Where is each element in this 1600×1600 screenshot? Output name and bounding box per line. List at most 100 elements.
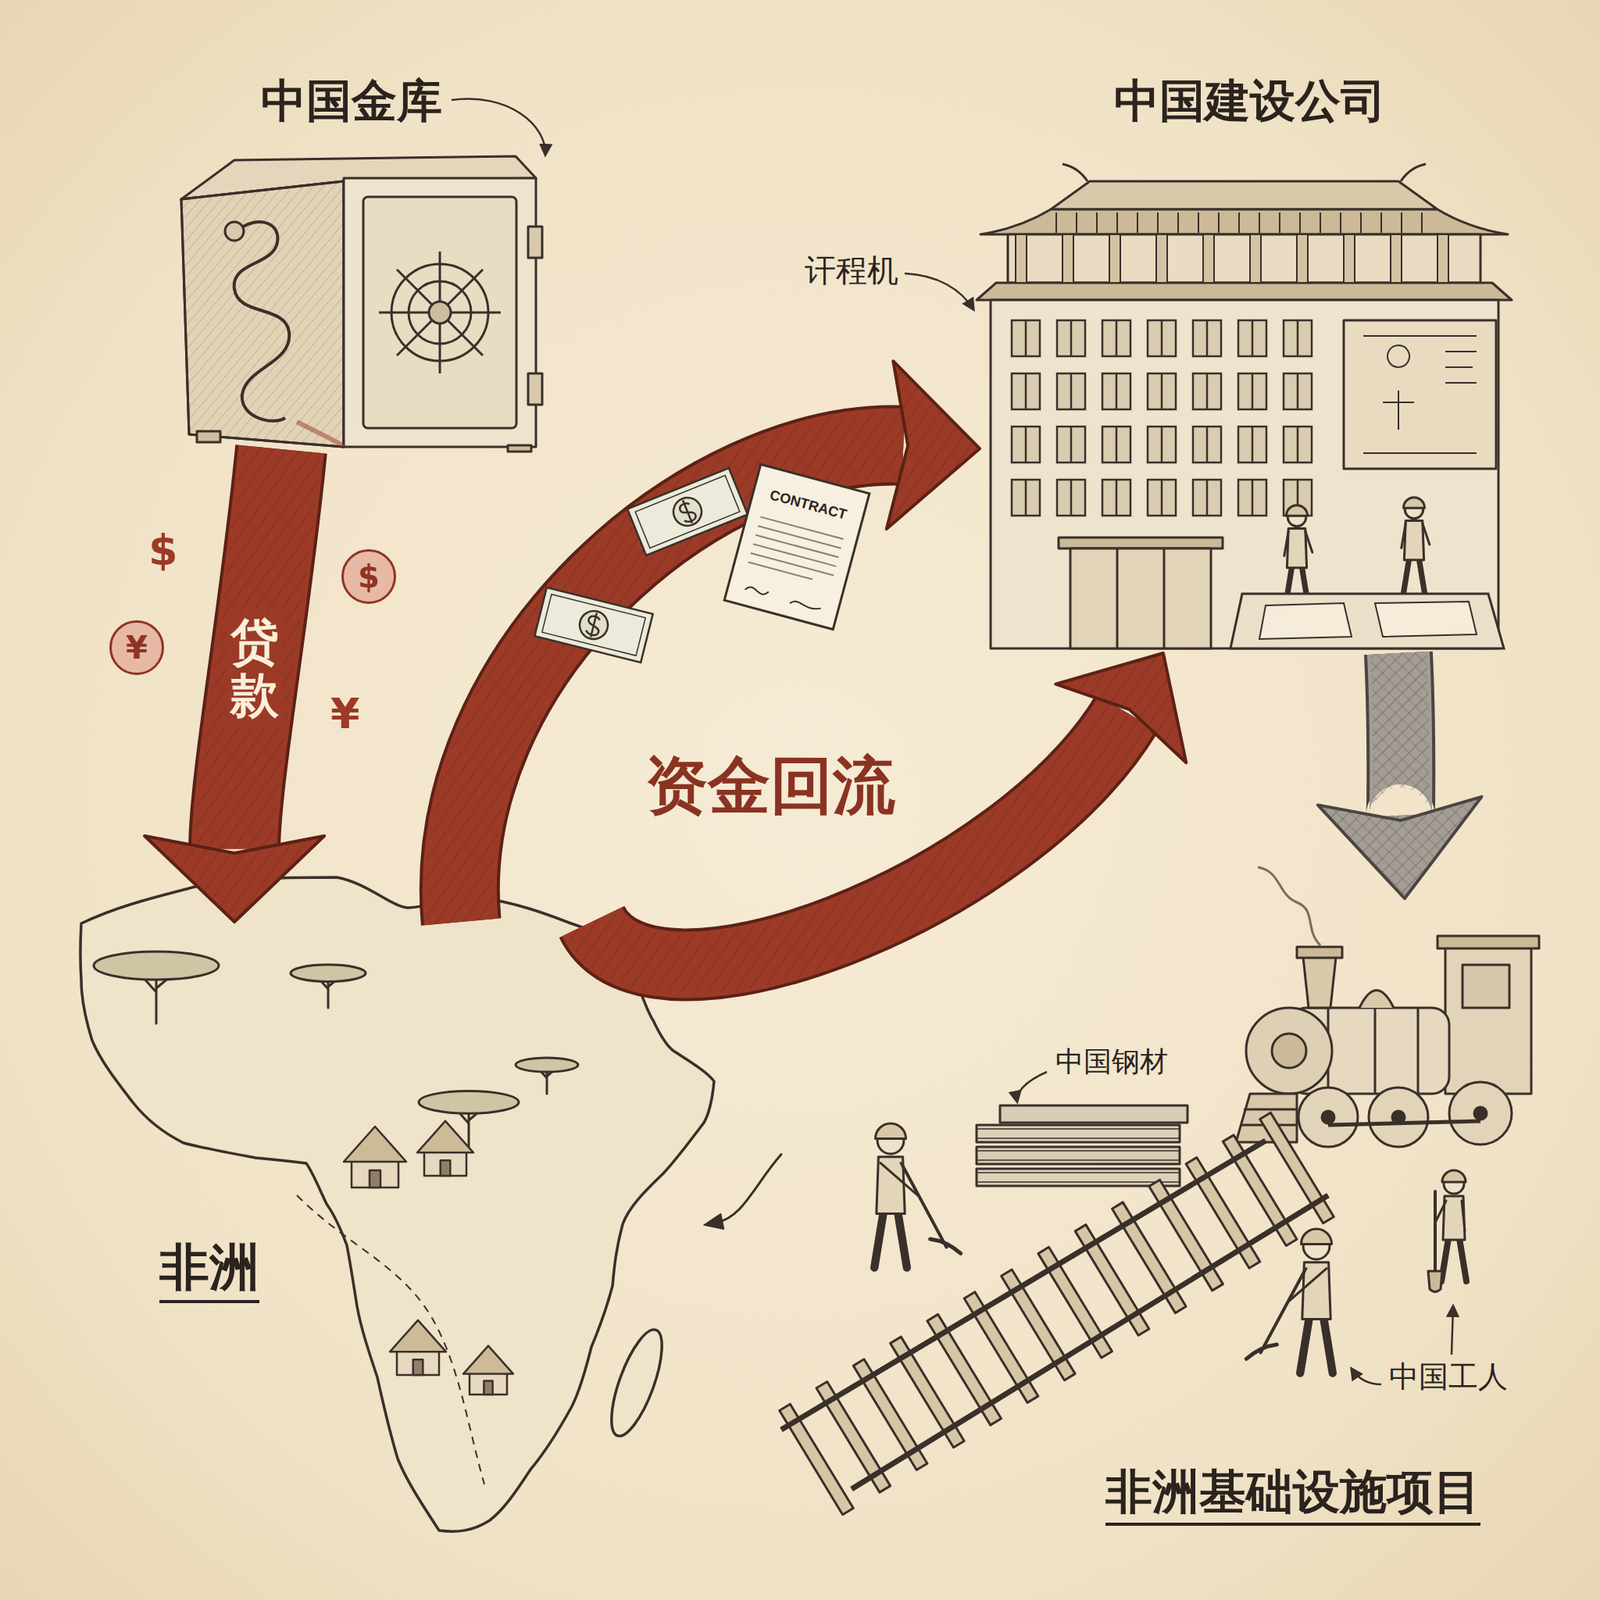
hut: [469, 1372, 508, 1395]
worker-figure: [876, 1157, 905, 1215]
vault-illustration: [528, 373, 543, 405]
company-node: 中国建设公司: [979, 68, 1512, 654]
arrow-hatching: [459, 445, 904, 922]
worker-figure: [903, 1166, 947, 1248]
node-title: 中国金库: [260, 74, 443, 129]
arrowhead-hatching: [144, 835, 325, 922]
vault-illustration: [234, 221, 290, 422]
vault-illustration: [181, 181, 344, 447]
building-windows: [1115, 479, 1118, 516]
steel-beams: [976, 1168, 1180, 1186]
arrowhead-hatching: [886, 360, 980, 529]
roof-details: [1217, 212, 1220, 233]
company-building: [1163, 548, 1166, 649]
roof-details: [1319, 212, 1322, 233]
worker-figure: [880, 1163, 919, 1197]
steel-beams: [976, 1105, 1188, 1186]
roof-details: [1343, 234, 1355, 283]
vault-illustration: [196, 431, 221, 443]
building-windows: [1147, 373, 1176, 410]
building-windows: [1160, 426, 1164, 463]
worker-figure: [1288, 1268, 1327, 1303]
vault-node: 中国金库: [156, 68, 547, 450]
area-name: 非洲基础设施项目: [1105, 1463, 1481, 1526]
banknote: [584, 611, 603, 640]
arrowhead: [1055, 653, 1186, 763]
vault-illustration: [181, 156, 543, 452]
vault-illustration: [296, 421, 344, 447]
roof-details: [1197, 212, 1200, 233]
hut: [417, 1121, 474, 1176]
contract-paper: [748, 517, 844, 585]
railway-track: [851, 1195, 1329, 1490]
coin-symbol: ¥: [109, 620, 165, 675]
roof-details: [1015, 212, 1449, 283]
locomotive: [1368, 1087, 1429, 1147]
acacia-tree: [93, 951, 219, 980]
building-windows: [1160, 479, 1164, 516]
building-windows: [1115, 373, 1118, 410]
arrow-outline: [592, 713, 1128, 965]
money-flow-arrow: [459, 360, 980, 922]
building-windows: [1011, 426, 1040, 463]
building-windows: [1283, 479, 1312, 516]
annotation-label: 中国钢材: [1055, 1044, 1168, 1079]
banknote: [627, 467, 748, 556]
locomotive: [1374, 1007, 1377, 1094]
arrow-body: [459, 445, 904, 922]
worker-figure: [1246, 1228, 1333, 1374]
building-windows: [1238, 373, 1267, 410]
arrowhead: [703, 1214, 725, 1230]
hut: [343, 1126, 407, 1162]
company-building: [1007, 234, 1481, 283]
worker-figure: [1300, 1317, 1333, 1374]
steel-beams: [1000, 1105, 1188, 1123]
hut: [463, 1346, 514, 1395]
currency-symbol: ¥: [330, 689, 361, 740]
roof-details: [1437, 234, 1449, 283]
building-windows: [1025, 426, 1028, 463]
building-windows: [1283, 320, 1312, 357]
leader-line: [1451, 1306, 1454, 1355]
company-building: [1343, 320, 1497, 469]
locomotive: [1257, 867, 1321, 946]
building-windows: [1160, 373, 1164, 410]
roof-details: [1380, 212, 1383, 233]
acacia-tree: [290, 964, 366, 983]
thin-arrow: [703, 1154, 782, 1230]
coin-symbol: $: [341, 549, 397, 604]
company-building: [976, 164, 1512, 649]
locomotive: [1437, 935, 1540, 949]
hut: [389, 1320, 447, 1353]
arrow-body: [1398, 653, 1401, 816]
building-windows: [1025, 479, 1028, 516]
building-windows: [1102, 426, 1131, 463]
worker-figure: [874, 1123, 961, 1268]
hut: [396, 1350, 440, 1376]
arrow-outline: [1398, 653, 1401, 816]
company-building: [1070, 548, 1211, 649]
roof-details: [1156, 234, 1168, 283]
leader-line: [451, 99, 546, 155]
worker-figure: [1286, 528, 1307, 568]
company-building: [980, 209, 1508, 235]
vault-illustration: [181, 181, 344, 447]
building-windows: [1192, 373, 1222, 410]
building-windows: [1192, 320, 1222, 357]
roof-details: [1015, 234, 1027, 283]
company-building: [1058, 537, 1223, 549]
annotation-label: 讦程机: [804, 251, 899, 290]
locomotive: [1296, 946, 1343, 958]
building-windows: [1025, 320, 1028, 357]
locomotive: [1445, 945, 1532, 1094]
banknote: [534, 587, 653, 663]
region-name: 非洲: [159, 1237, 260, 1304]
worker-figure: [1284, 505, 1313, 606]
building-windows: [1251, 426, 1254, 463]
drafting-table: [1230, 593, 1504, 649]
building-windows: [1251, 479, 1254, 516]
money-flow-arrow: [144, 449, 325, 922]
vault-illustration: [391, 264, 489, 361]
building-windows: [1057, 320, 1086, 357]
